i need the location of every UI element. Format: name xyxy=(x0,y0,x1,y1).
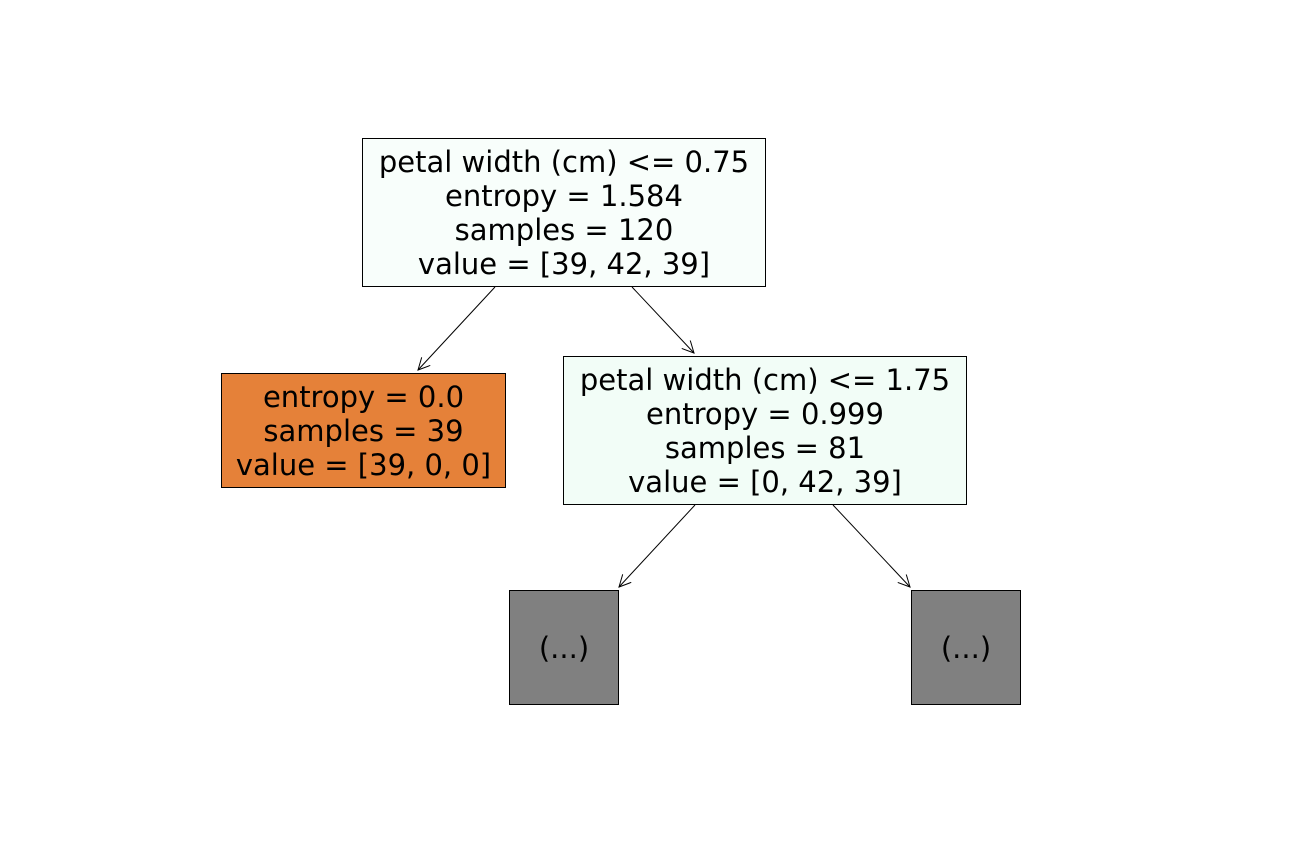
tree-node-root: petal width (cm) <= 0.75 entropy = 1.584… xyxy=(362,138,766,287)
node-ellipsis: (...) xyxy=(538,630,590,665)
node-entropy: entropy = 0.999 xyxy=(646,396,884,431)
node-value: value = [39, 0, 0] xyxy=(235,447,492,482)
tree-node-left-leaf: entropy = 0.0 samples = 39 value = [39, … xyxy=(221,373,506,488)
tree-node-truncated-left: (...) xyxy=(509,590,619,705)
node-ellipsis: (...) xyxy=(940,630,992,665)
node-split-rule: petal width (cm) <= 0.75 xyxy=(378,144,750,179)
tree-node-right: petal width (cm) <= 1.75 entropy = 0.999… xyxy=(563,356,967,505)
node-split-rule: petal width (cm) <= 1.75 xyxy=(579,362,951,397)
edge-right-trunc-left xyxy=(619,504,696,587)
node-samples: samples = 39 xyxy=(263,413,464,448)
node-entropy: entropy = 0.0 xyxy=(262,379,465,414)
node-samples: samples = 120 xyxy=(454,212,674,247)
node-value: value = [39, 42, 39] xyxy=(417,246,711,281)
node-samples: samples = 81 xyxy=(664,430,866,465)
edge-right-trunc-right xyxy=(832,504,910,587)
edge-root-right xyxy=(631,286,694,353)
node-entropy: entropy = 1.584 xyxy=(445,178,683,213)
node-value: value = [0, 42, 39] xyxy=(628,464,902,499)
tree-node-truncated-right: (...) xyxy=(911,590,1021,705)
edge-root-left xyxy=(418,286,496,370)
